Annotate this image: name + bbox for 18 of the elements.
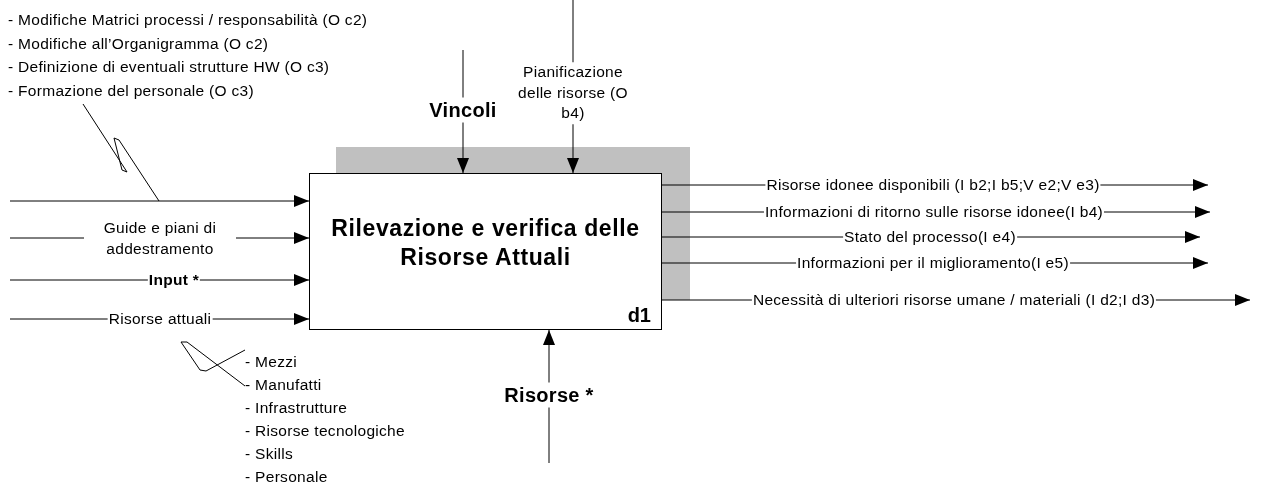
- process-box: [309, 173, 662, 330]
- list-item: - Risorse tecnologiche: [245, 421, 405, 441]
- list-item: - Personale: [245, 467, 329, 487]
- list-item: - Infrastrutture: [245, 398, 349, 418]
- edge-label: Risorse *: [503, 382, 595, 408]
- list-item: - Mezzi: [245, 352, 299, 372]
- leader-line: [82, 103, 160, 202]
- arrow: [9, 195, 310, 207]
- list-item: - Formazione del personale (O c3): [8, 80, 255, 101]
- edge-label: Vincoli: [428, 97, 498, 123]
- list-item: - Definizione di eventuali strutture HW (O c3): [8, 57, 331, 77]
- process-code: d1: [627, 304, 651, 327]
- list-item: - Manufatti: [245, 375, 323, 395]
- list-item: - Modifiche Matrici processi / responsabilità (O c2): [8, 10, 368, 30]
- list-item: - Skills: [245, 444, 295, 464]
- leader-line: [180, 341, 246, 387]
- process-title: Rilevazione e verifica delle Risorse Attuali: [330, 214, 641, 272]
- list-item: - Modifiche all’Organigramma (O c2): [8, 33, 270, 54]
